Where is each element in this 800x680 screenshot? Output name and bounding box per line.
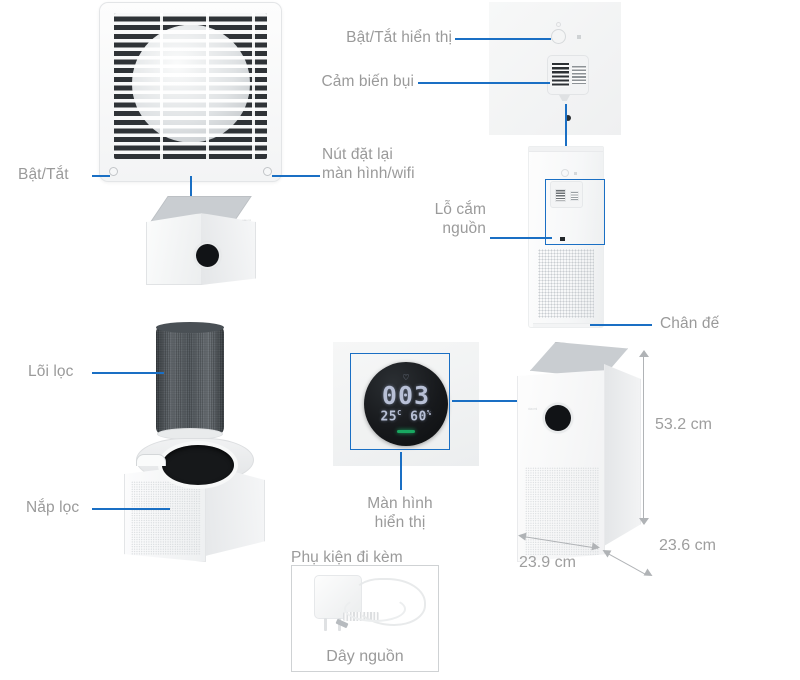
display-glass: ♡ 003 25C 60%: [364, 362, 448, 446]
temperature-unit: C: [397, 409, 402, 417]
rear-status-dot-icon: [574, 172, 577, 175]
callout-filter-cover: Nắp lọc: [26, 499, 80, 516]
power-cord-loop: [352, 578, 426, 626]
base-face-left: [124, 464, 206, 562]
leader-line-power-toggle: [92, 175, 110, 177]
rear-sensor-grille-b: [570, 191, 579, 201]
status-dot-icon: [577, 35, 581, 39]
leader-line-zoom-to-unit: [565, 104, 567, 180]
callout-base-stand: Chân đế: [660, 315, 720, 332]
dimension-height-label: 53.2 cm: [655, 416, 712, 433]
base-perforation: [131, 481, 201, 555]
callout-dust-sensor: Cảm biến bụi: [321, 73, 414, 90]
leader-line-filter-cover: [92, 508, 170, 510]
leader-line-reset-button: [272, 175, 320, 177]
rear-base-foot: [533, 323, 599, 327]
leader-line-base-stand: [590, 324, 652, 326]
display-toggle-button: [551, 29, 566, 44]
screw-hole-icon: [263, 167, 272, 176]
cover-handle: [136, 454, 166, 466]
rear-sensor-highlight-box: [545, 179, 605, 245]
dust-sensor-module: [547, 55, 589, 95]
rear-panel-zoom-image: [489, 2, 621, 135]
purifier-front-view-image: xiaomi: [513, 342, 643, 570]
front-display-lens: [545, 405, 571, 431]
power-jack-icon: [565, 115, 571, 121]
cover-face-left: [146, 213, 202, 285]
display-screen-image: ♡ 003 25C 60%: [333, 342, 479, 466]
dimension-width-label: 23.9 cm: [519, 554, 576, 571]
sensor-tab: [559, 95, 570, 101]
grille-slats: [114, 13, 267, 159]
leader-line-display-to-unit: [452, 400, 544, 402]
screw-hole-icon: [109, 167, 118, 176]
temperature-value: 25: [380, 409, 398, 425]
power-cord-loop-inner: [344, 596, 406, 622]
adapter-prong: [324, 618, 327, 631]
filter-opening: [162, 445, 234, 485]
callout-display-screen: Màn hình hiển thị: [367, 495, 433, 531]
display-highlight-box: [350, 353, 450, 450]
air-outlet-grille-image: [99, 2, 282, 182]
brand-mark: xiaomi: [242, 218, 251, 222]
filter-texture: [156, 326, 224, 434]
leader-line-display-toggle: [455, 38, 551, 40]
leader-line-power-socket: [490, 237, 552, 239]
humidity-value: 60: [410, 409, 427, 425]
rear-top-edge: [529, 147, 603, 152]
dimension-depth-label: 23.6 cm: [659, 537, 716, 554]
indicator-dot-icon: [556, 22, 561, 27]
accessory-box: Dây nguồn: [291, 565, 439, 672]
callout-reset-button: Nút đặt lại màn hình/wifi: [322, 146, 415, 182]
callout-power-toggle: Bật/Tắt: [18, 166, 69, 183]
filter-cover-image: [118, 438, 270, 568]
leader-line-dust-sensor: [418, 82, 550, 84]
front-face: xiaomi: [517, 370, 605, 562]
filter-core-image: [156, 322, 224, 440]
callout-display-toggle: Bật/Tắt hiển thị: [346, 29, 452, 46]
heart-icon: ♡: [402, 373, 410, 382]
leader-line-filter-core: [92, 372, 164, 374]
sensor-grille-light: [572, 66, 586, 84]
grille-rib: [206, 13, 209, 159]
grille-rib: [252, 13, 255, 159]
rear-sensor-grille-a: [555, 189, 566, 202]
accessory-item-label: Dây nguồn: [326, 648, 404, 665]
leader-line-display-caption: [400, 452, 402, 490]
front-perforation: [525, 467, 599, 555]
filter-body: [156, 326, 224, 434]
air-quality-status-bar: [397, 430, 415, 433]
sensor-grille-dark: [552, 63, 569, 87]
rear-power-socket: [560, 237, 565, 241]
temp-humidity-reading: 25C 60%: [364, 409, 448, 424]
rear-dust-sensor-module: [550, 181, 583, 208]
display-lens: [196, 244, 219, 267]
grille-inner: [114, 13, 267, 159]
accessory-section-label: Phụ kiện đi kèm: [291, 549, 403, 566]
front-brand-mark: xiaomi: [528, 407, 538, 411]
humidity-unit: %: [426, 409, 432, 417]
grille-rib: [160, 13, 163, 159]
rear-air-intake-mesh: [538, 249, 594, 318]
callout-filter-core: Lõi lọc: [28, 363, 74, 380]
filter-top-cap: [156, 322, 224, 333]
rear-power-button: [561, 169, 569, 177]
front-side-face: [604, 364, 641, 546]
callout-power-socket: Lỗ cắm nguồn: [434, 201, 486, 237]
top-cover-image: xiaomi: [146, 196, 256, 292]
pm25-reading: 003: [381, 381, 431, 410]
